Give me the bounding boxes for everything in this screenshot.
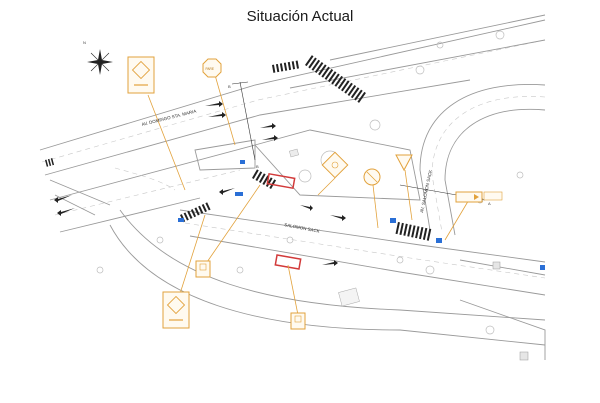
- crosswalk-right: [395, 222, 432, 241]
- small-sign-1: [195, 260, 211, 278]
- crosswalk-top-right: [272, 60, 299, 73]
- road-network: [39, 14, 546, 360]
- signage-leaders: [147, 74, 471, 316]
- highlight-zones: [178, 160, 442, 270]
- warning-sign-center: [321, 151, 349, 179]
- stop-sign-label: PARE: [206, 67, 214, 71]
- warning-sign-upper: [127, 56, 155, 94]
- direction-sign: [455, 191, 503, 203]
- small-sign-2: [290, 312, 306, 330]
- crosswalk-upper: [305, 55, 366, 103]
- svg-text:B: B: [228, 84, 231, 89]
- street-label-salomon: SALOMON SACK: [284, 222, 320, 234]
- lane-arrows: [54, 101, 346, 266]
- crosswalk-far-left: [45, 158, 55, 167]
- warning-sign-lower: [162, 291, 190, 329]
- yield-sign: [395, 154, 413, 172]
- north-arrow-icon: N: [83, 40, 113, 75]
- north-label: N: [83, 40, 86, 45]
- svg-text:A: A: [488, 201, 491, 206]
- prohibition-sign: [363, 168, 381, 186]
- stop-sign: PARE: [202, 58, 222, 78]
- utility-boxes: [289, 148, 545, 361]
- svg-text:B: B: [256, 164, 259, 169]
- diagram-title: Situación Actual: [246, 8, 354, 25]
- crosswalk-center: [252, 169, 277, 189]
